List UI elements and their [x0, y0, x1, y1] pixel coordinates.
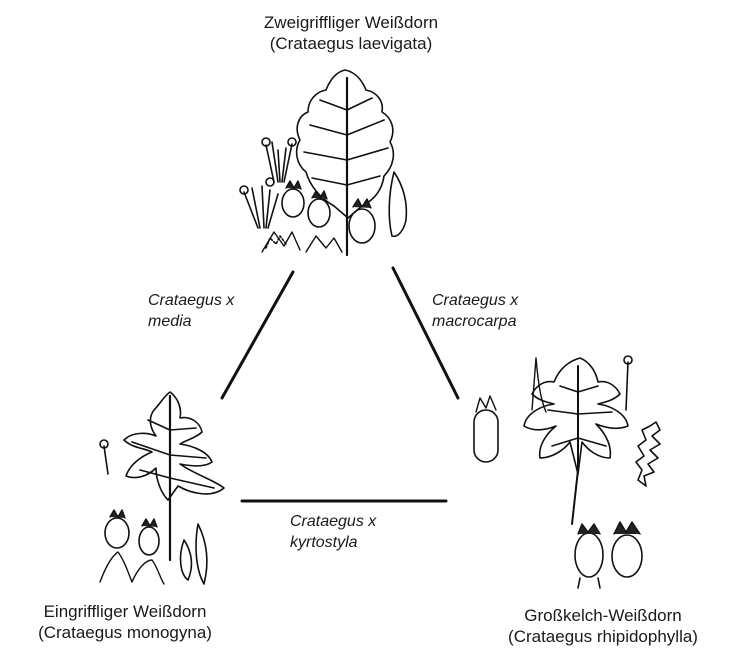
- species-left-latin-name: (Crataegus monogyna): [6, 622, 244, 643]
- species-top-common-name: Zweigriffliger Weißdorn: [228, 12, 474, 33]
- species-right-common-name: Großkelch-Weißdorn: [480, 605, 726, 626]
- monogyna-leaf: [124, 392, 224, 500]
- hybrid-label-media: Crataegus x media: [148, 290, 234, 332]
- rhipidophylla-fruit-1: [575, 533, 603, 577]
- rhipidophylla-bract: [636, 422, 660, 486]
- hybrid-media-line1: Crataegus x: [148, 290, 234, 311]
- species-label-top: Zweigriffliger Weißdorn (Crataegus laevi…: [228, 12, 474, 54]
- hybrid-macrocarpa-line1: Crataegus x: [432, 290, 518, 311]
- rhipidophylla-illustration: [474, 356, 660, 588]
- monogyna-illustration: [100, 392, 224, 584]
- hybrid-kyrtostyla-line2: kyrtostyla: [290, 532, 376, 553]
- hybrid-label-macrocarpa: Crataegus x macrocarpa: [432, 290, 518, 332]
- laevigata-bract: [389, 172, 406, 236]
- monogyna-fruit-2: [139, 527, 159, 555]
- hybrid-label-kyrtostyla: Crataegus x kyrtostyla: [290, 511, 376, 553]
- hybrid-kyrtostyla-line1: Crataegus x: [290, 511, 376, 532]
- laevigata-illustration: [240, 70, 406, 255]
- rhipidophylla-leaf: [524, 358, 628, 474]
- laevigata-styles: [262, 138, 296, 182]
- laevigata-leaf: [297, 70, 394, 218]
- monogyna-fruit-1: [105, 518, 129, 548]
- laevigata-fruit-2: [308, 199, 330, 227]
- species-right-latin-name: (Crataegus rhipidophylla): [480, 626, 726, 647]
- species-top-latin-name: (Crataegus laevigata): [228, 33, 474, 54]
- species-left-common-name: Eingriffliger Weißdorn: [6, 601, 244, 622]
- connector-top-right: [393, 268, 458, 398]
- species-label-left: Eingriffliger Weißdorn (Crataegus monogy…: [6, 601, 244, 643]
- hybrid-macrocarpa-line2: macrocarpa: [432, 311, 518, 332]
- species-label-right: Großkelch-Weißdorn (Crataegus rhipidophy…: [480, 605, 726, 647]
- macrocarpa-fruit: [474, 410, 498, 462]
- monogyna-style: [100, 440, 108, 474]
- rhipidophylla-fruit-2: [612, 535, 642, 577]
- laevigata-fruit-3: [349, 209, 375, 243]
- hybrid-media-line2: media: [148, 311, 234, 332]
- rhipidophylla-style: [624, 356, 632, 410]
- laevigata-fruit-1: [282, 189, 304, 217]
